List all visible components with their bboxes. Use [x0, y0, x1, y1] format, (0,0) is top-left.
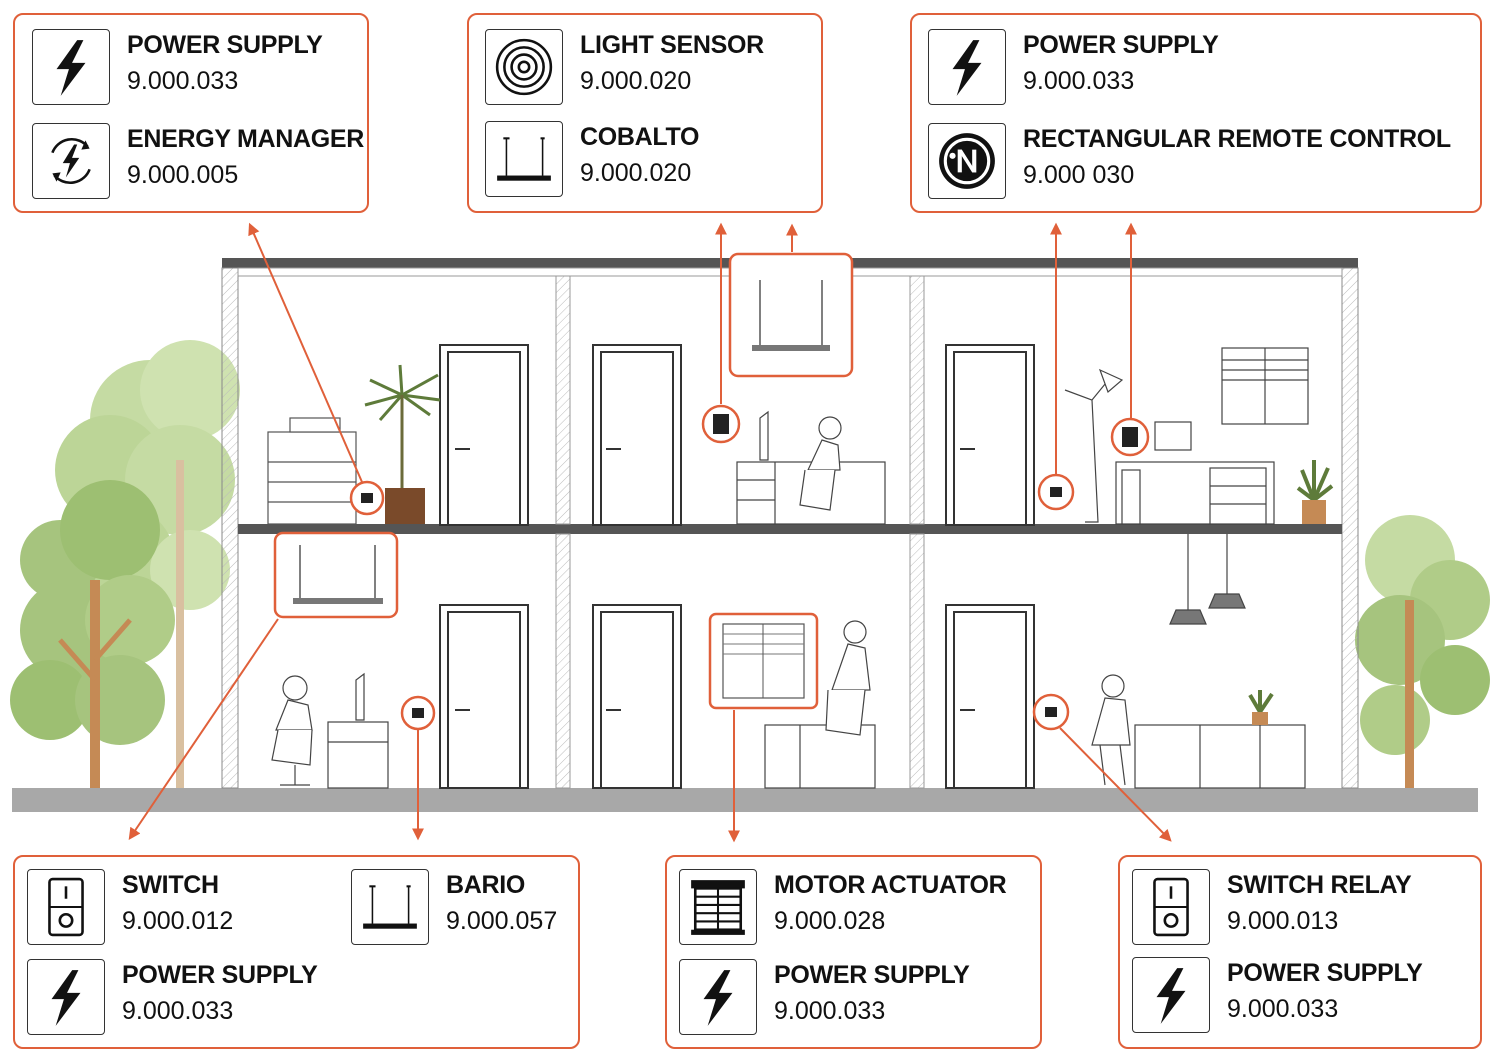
- remote-control-icon: [928, 123, 1006, 199]
- item-code: 9.000.012: [122, 907, 234, 935]
- concentric-circles-icon: [485, 29, 563, 105]
- item-name: BARIO: [446, 871, 526, 899]
- item-code: 9.000.033: [127, 67, 239, 95]
- tree-right: [1355, 515, 1490, 790]
- item-code: 9.000.013: [1227, 907, 1339, 935]
- item-code: 9.000.020: [580, 159, 692, 187]
- callout-bottom-center: MOTOR ACTUATOR 9.000.028 POWER SUPPLY 9.…: [665, 855, 1042, 1049]
- office-desk-2: [1064, 347, 1309, 525]
- office-desk-4: [764, 620, 876, 789]
- item-name: COBALTO: [580, 123, 700, 151]
- item-name: POWER SUPPLY: [774, 961, 970, 989]
- pendant-lamp-icon: [485, 121, 563, 197]
- item-name: ENERGY MANAGER: [127, 125, 365, 153]
- item-name: POWER SUPPLY: [1023, 31, 1219, 59]
- copier: [267, 417, 357, 525]
- item-name: SWITCH RELAY: [1227, 871, 1412, 899]
- item-code: 9.000.020: [580, 67, 692, 95]
- bolt-icon: [32, 29, 110, 105]
- item-name: MOTOR ACTUATOR: [774, 871, 1007, 899]
- shutter-icon: [679, 869, 757, 945]
- callout-top-left: POWER SUPPLY 9.000.033 ENERGY MANAGER 9.…: [13, 13, 369, 213]
- reception-desk: [1091, 534, 1306, 789]
- ground: [12, 788, 1478, 812]
- item-name: LIGHT SENSOR: [580, 31, 764, 59]
- small-plant: [1296, 460, 1334, 524]
- item-code: 9.000.033: [774, 997, 886, 1025]
- callout-bottom-left: SWITCH 9.000.012 BARIO 9.000.057 POWER S…: [13, 855, 580, 1049]
- tree-left-front: [10, 480, 175, 790]
- bario-lamp-highlight: [273, 531, 399, 619]
- callout-bottom-right: SWITCH RELAY 9.000.013 POWER SUPPLY 9.00…: [1118, 855, 1482, 1049]
- small-plant-2: [1248, 690, 1274, 725]
- bolt-icon: [27, 959, 105, 1035]
- item-code: 9.000.033: [1227, 995, 1339, 1023]
- cobalto-lamp-highlight: [728, 252, 854, 378]
- switch-icon: [1132, 869, 1210, 945]
- energy-cycle-icon: [32, 123, 110, 199]
- device-markers: [349, 404, 1150, 731]
- item-name: POWER SUPPLY: [122, 961, 318, 989]
- callout-top-center: LIGHT SENSOR 9.000.020 COBALTO 9.000.020: [467, 13, 823, 213]
- item-code: 9.000 030: [1023, 161, 1135, 189]
- connector-arrows: [128, 222, 1172, 843]
- switch-icon: [27, 869, 105, 945]
- item-code: 9.000.028: [774, 907, 886, 935]
- bolt-icon: [928, 29, 1006, 105]
- item-name: SWITCH: [122, 871, 219, 899]
- bolt-icon: [1132, 957, 1210, 1033]
- shutter-window-highlight: [708, 612, 819, 710]
- bolt-icon: [679, 959, 757, 1035]
- item-name: RECTANGULAR REMOTE CONTROL: [1023, 125, 1451, 153]
- callout-top-right: POWER SUPPLY 9.000.033 RECTANGULAR REMOT…: [910, 13, 1482, 213]
- item-code: 9.000.057: [446, 907, 558, 935]
- potted-plant: [364, 364, 441, 524]
- item-code: 9.000.005: [127, 161, 239, 189]
- item-code: 9.000.033: [122, 997, 234, 1025]
- item-name: POWER SUPPLY: [1227, 959, 1423, 987]
- item-code: 9.000.033: [1023, 67, 1135, 95]
- item-name: POWER SUPPLY: [127, 31, 323, 59]
- office-desk-3: [271, 672, 389, 789]
- office-desk-1: [736, 410, 886, 525]
- doors: [439, 344, 1035, 789]
- pendant-lamp-icon: [351, 869, 429, 945]
